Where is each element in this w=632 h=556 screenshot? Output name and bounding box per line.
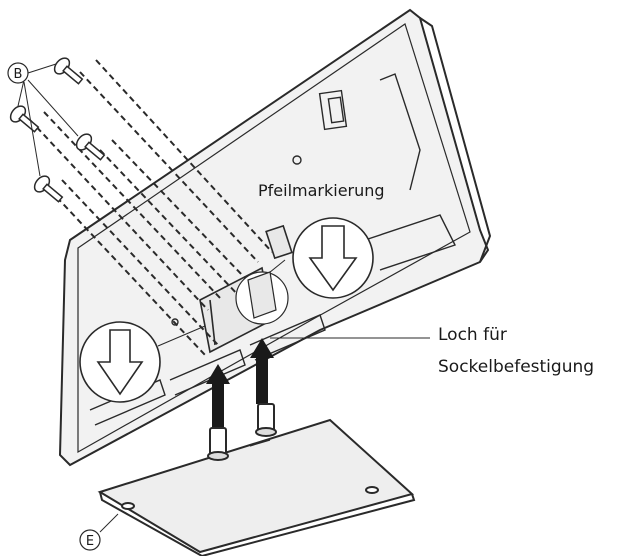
screw-icon [9, 105, 40, 133]
lower-recess-3 [249, 314, 326, 361]
label-E: E [86, 534, 94, 549]
magnifier-right [237, 217, 374, 299]
arrow-up-icon [206, 364, 230, 428]
connector-slot-inner [327, 96, 345, 124]
screw-hole [292, 155, 302, 165]
screw-guide-lines [29, 59, 273, 356]
label-B: B [14, 67, 23, 82]
side-ridge [379, 73, 421, 191]
screws-B [9, 57, 106, 203]
screw-icon [53, 57, 84, 85]
label-B-circle [7, 62, 29, 84]
connector-slot [318, 89, 348, 131]
magnifier-left [79, 321, 206, 403]
label-hole-line2: Sockelbefestigung [438, 357, 594, 377]
label-E-group: E [79, 513, 119, 551]
label-B-leaders [17, 63, 79, 177]
stand-base-E [97, 403, 416, 556]
label-E-circle [79, 529, 101, 551]
arrow-down-icon [308, 225, 358, 292]
base-screw-hole [365, 486, 379, 494]
screw-icon [75, 133, 106, 161]
screw-icon [33, 175, 64, 203]
base-screw-hole [121, 502, 135, 510]
label-B-group: B [7, 62, 79, 177]
arrow-mark-plate [265, 224, 293, 260]
arrow-up-icon [250, 338, 274, 404]
back-recess [364, 214, 456, 271]
screw-hole-small [171, 318, 179, 326]
insert-arrows [206, 338, 274, 428]
magnifier-hole [235, 271, 289, 325]
arrow-down-icon [96, 329, 144, 396]
label-arrow-mark: Pfeilmarkierung [258, 181, 385, 200]
label-hole-line1: Loch für [438, 325, 507, 345]
